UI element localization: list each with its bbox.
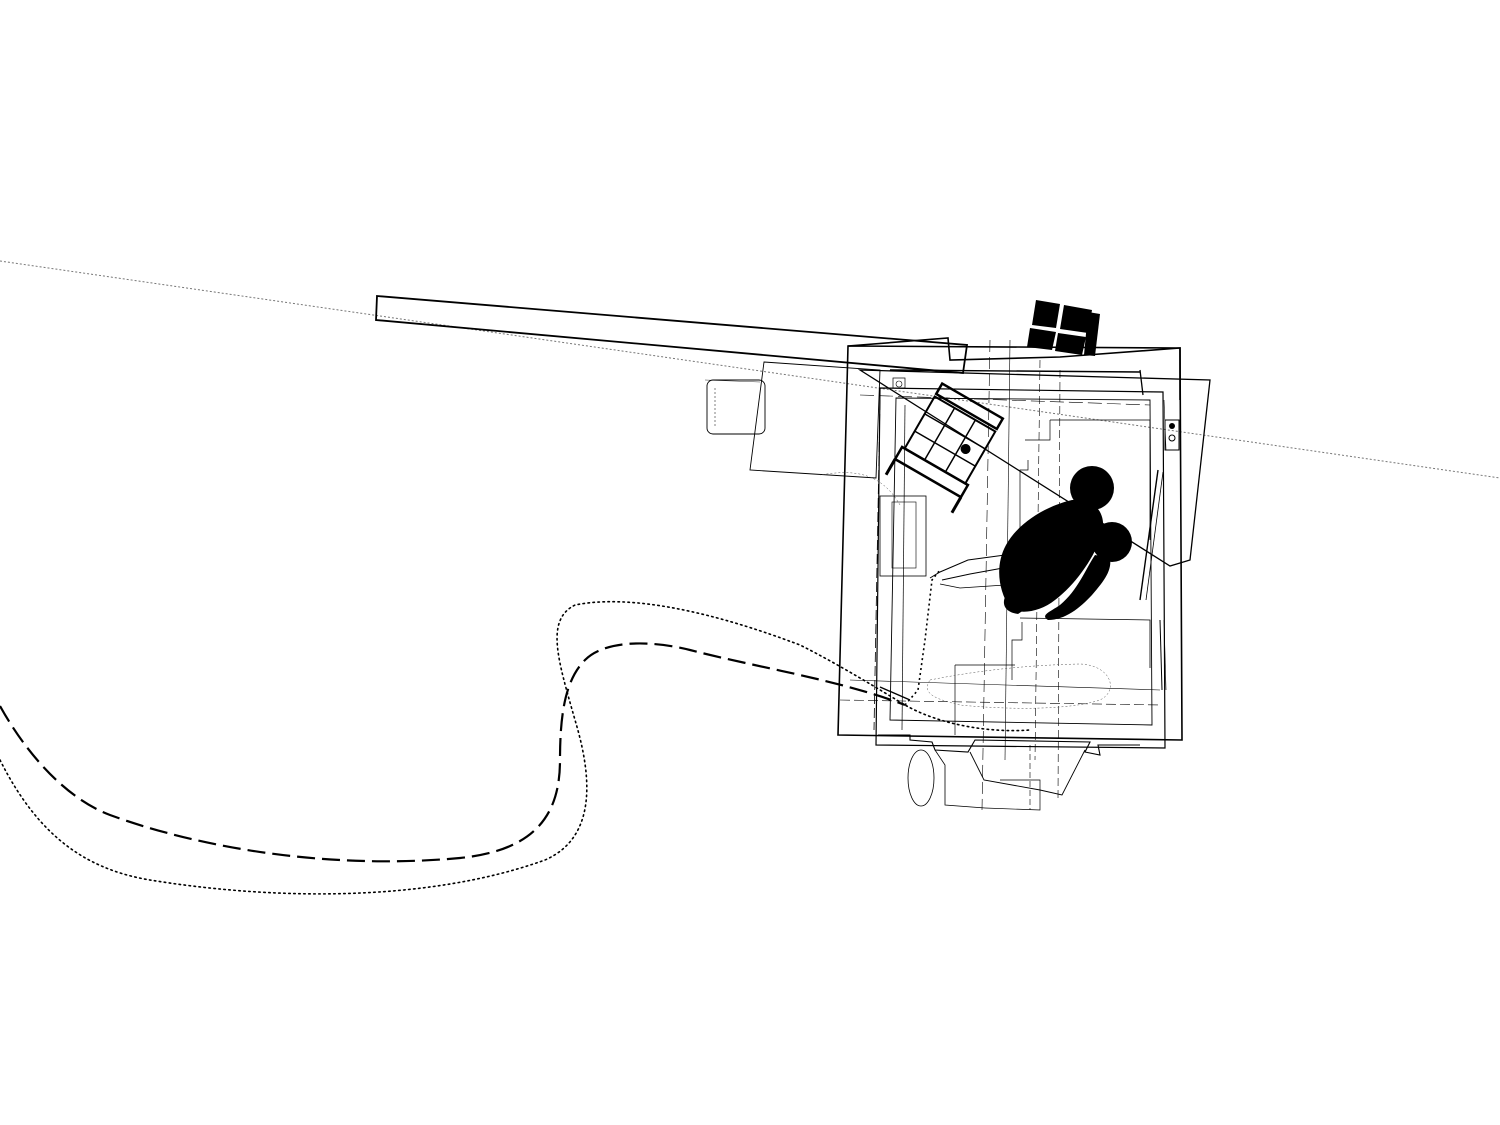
switch-icon — [1164, 419, 1180, 451]
dancing-couple-silhouette — [999, 466, 1132, 620]
dashed-path — [0, 642, 906, 863]
extended-wall-beam — [375, 295, 969, 374]
rooftop-blocks — [1027, 300, 1100, 356]
overlay-rectangle — [704, 361, 881, 479]
dotted-path — [0, 600, 1031, 895]
step-path-into-room — [904, 569, 941, 706]
building-plan — [837, 339, 1211, 811]
entrance-recess — [878, 734, 1140, 811]
sight-line — [0, 260, 1500, 479]
reaching-arm — [929, 554, 1006, 589]
faint-curve-trace — [819, 472, 901, 506]
chair — [884, 381, 1005, 514]
window-strip — [1139, 399, 1167, 691]
faint-figure-trace — [927, 663, 1111, 709]
interior-furniture — [879, 377, 927, 577]
step-path-angle — [879, 686, 911, 701]
